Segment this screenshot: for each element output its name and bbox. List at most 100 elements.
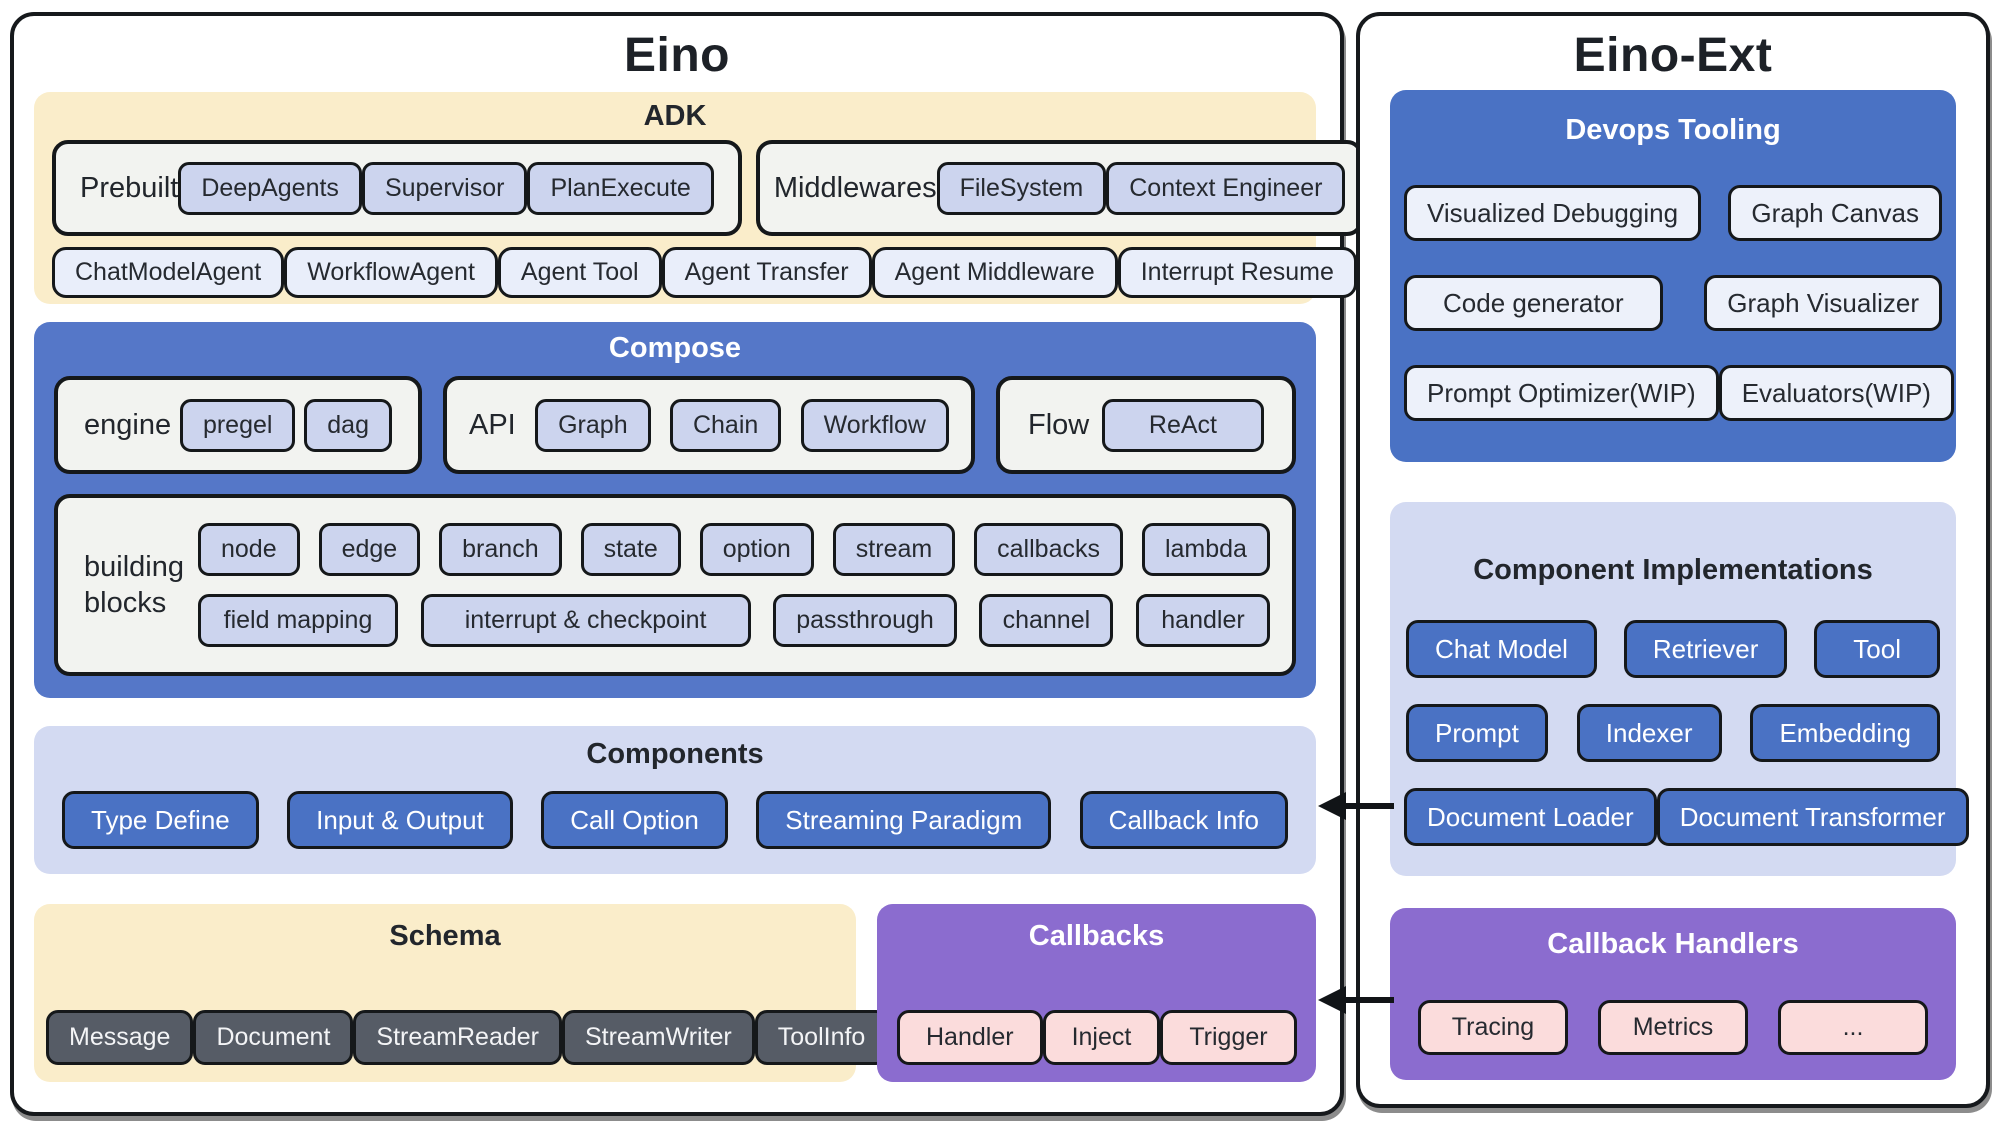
implementations-row-2: Prompt Indexer Embedding [1406, 702, 1940, 764]
pill-graph: Graph [535, 398, 651, 452]
pill-streamwriter: StreamWriter [561, 1009, 755, 1065]
devops-tooling-header: Devops Tooling [1565, 114, 1781, 146]
flow-label: Flow [1028, 408, 1090, 441]
pill-passthrough: passthrough [773, 594, 957, 647]
pill-type-define: Type Define [62, 791, 259, 849]
schema-row: Message Document StreamReader StreamWrit… [46, 1006, 889, 1068]
pill-deepagents: DeepAgents [178, 161, 362, 215]
eino-ext-title: Eino-Ext [1573, 29, 1773, 82]
flow-group: Flow ReAct [996, 376, 1296, 474]
pill-call-option: Call Option [541, 791, 728, 849]
pill-react: ReAct [1101, 398, 1264, 452]
engine-group: engine pregel dag [54, 376, 422, 474]
pill-callback-handler: Handler [897, 1009, 1043, 1065]
middlewares-group: Middlewares FileSystem Context Engineer [755, 140, 1364, 236]
pill-interrupt-resume: Interrupt Resume [1117, 246, 1357, 298]
api-group: API Graph Chain Workflow [443, 376, 975, 474]
pill-dag: dag [304, 398, 392, 452]
pill-handler: handler [1135, 594, 1270, 647]
pill-planexecute: PlanExecute [527, 161, 714, 215]
pill-chain: Chain [669, 398, 782, 452]
components-row: Type Define Input & Output Call Option S… [62, 788, 1288, 852]
pill-option: option [699, 523, 814, 576]
pill-agent-transfer: Agent Transfer [661, 246, 872, 298]
pill-edge: edge [318, 523, 421, 576]
pill-input-output: Input & Output [287, 791, 513, 849]
engine-label: engine [84, 408, 172, 441]
callbacks-row: Handler Inject Trigger [897, 1006, 1297, 1068]
pill-toolinfo: ToolInfo [754, 1009, 889, 1065]
schema-section: Schema Message Document StreamReader Str… [34, 904, 889, 1082]
pill-state: state [580, 523, 681, 576]
pill-channel: channel [979, 594, 1114, 647]
pill-agent-tool: Agent Tool [497, 246, 662, 298]
pill-document: Document [193, 1009, 354, 1065]
prebuilt-group: Prebuilt DeepAgents Supervisor PlanExecu… [52, 140, 742, 236]
building-blocks-row-2: field mapping interrupt & checkpoint pas… [198, 594, 1270, 647]
building-blocks-row-1: node edge branch state option stream cal… [198, 523, 1270, 576]
adk-header: ADK [643, 100, 707, 132]
callback-handlers-header: Callback Handlers [1547, 928, 1799, 960]
component-implementations-section: Component Implementations Chat Model Ret… [1390, 502, 1969, 876]
adk-bottom-row: ChatModelAgent WorkflowAgent Agent Tool … [52, 246, 1357, 298]
pill-inject: Inject [1042, 1009, 1161, 1065]
compose-groups-row: engine pregel dag API Graph Chain Workfl… [54, 376, 1296, 474]
building-blocks-label: building blocks [84, 550, 184, 619]
building-blocks-group: building blocks node edge branch state o… [54, 494, 1296, 676]
eino-title: Eino [624, 29, 730, 82]
pill-context-engineer: Context Engineer [1106, 161, 1346, 215]
pill-trigger: Trigger [1160, 1009, 1297, 1065]
devops-tooling-section: Devops Tooling Visualized Debugging Grap… [1390, 90, 1956, 462]
devops-row-2: Code generator Graph Visualizer [1404, 272, 1942, 334]
pill-message: Message [46, 1009, 194, 1065]
compose-header: Compose [608, 332, 742, 364]
pill-workflowagent: WorkflowAgent [284, 246, 498, 298]
building-blocks-rows: node edge branch state option stream cal… [198, 498, 1292, 672]
pill-indexer: Indexer [1576, 704, 1722, 762]
pill-code-generator: Code generator [1404, 275, 1663, 331]
pill-stream: stream [832, 523, 956, 576]
pill-graph-visualizer: Graph Visualizer [1704, 275, 1942, 331]
pill-document-loader: Document Loader [1404, 788, 1657, 846]
component-implementations-header: Component Implementations [1473, 554, 1873, 586]
implementations-row-1: Chat Model Retriever Tool [1406, 618, 1940, 680]
components-section: Components Type Define Input & Output Ca… [34, 726, 1316, 874]
middlewares-label: Middlewares [773, 171, 937, 204]
callback-handlers-section: Callback Handlers Tracing Metrics ... [1390, 908, 1956, 1080]
pill-tracing: Tracing [1418, 999, 1568, 1055]
devops-row-1: Visualized Debugging Graph Canvas [1404, 182, 1942, 244]
eino-ext-panel: Eino-Ext Devops Tooling Visualized Debug… [1356, 12, 1990, 1108]
adk-groups-row: Prebuilt DeepAgents Supervisor PlanExecu… [52, 140, 1364, 236]
api-label: API [469, 408, 516, 441]
pill-node: node [198, 523, 300, 576]
implementations-row-3: Document Loader Document Transformer [1404, 786, 1969, 848]
pill-visualized-debugging: Visualized Debugging [1404, 185, 1702, 241]
pill-document-transformer: Document Transformer [1656, 788, 1969, 846]
pill-graph-canvas: Graph Canvas [1728, 185, 1942, 241]
pill-ellipsis: ... [1778, 999, 1928, 1055]
eino-panel: Eino ADK Prebuilt DeepAgents Supervisor … [10, 12, 1364, 1116]
pill-filesystem: FileSystem [936, 161, 1107, 215]
pill-streaming-paradigm: Streaming Paradigm [756, 791, 1052, 849]
pill-branch: branch [439, 523, 562, 576]
pill-interrupt-checkpoint: interrupt & checkpoint [420, 594, 751, 647]
pill-retriever: Retriever [1623, 620, 1788, 678]
callbacks-section: Callbacks Handler Inject Trigger [877, 904, 1316, 1082]
callbacks-header: Callbacks [1028, 920, 1165, 952]
adk-section: ADK Prebuilt DeepAgents Supervisor PlanE… [34, 92, 1364, 304]
pill-tool: Tool [1814, 620, 1940, 678]
pill-chat-model: Chat Model [1406, 620, 1597, 678]
pill-workflow: Workflow [800, 398, 949, 452]
pill-evaluators: Evaluators(WIP) [1718, 365, 1954, 421]
pill-embedding: Embedding [1750, 704, 1940, 762]
prebuilt-label: Prebuilt [80, 171, 179, 204]
pill-field-mapping: field mapping [198, 594, 398, 647]
pill-agent-middleware: Agent Middleware [871, 246, 1118, 298]
compose-section: Compose engine pregel dag API Graph Chai… [34, 322, 1316, 698]
pill-prompt: Prompt [1406, 704, 1548, 762]
devops-row-3: Prompt Optimizer(WIP) Evaluators(WIP) [1404, 362, 1954, 424]
pill-callbacks: callbacks [974, 523, 1123, 576]
callback-handlers-row: Tracing Metrics ... [1418, 996, 1928, 1058]
pill-prompt-optimizer: Prompt Optimizer(WIP) [1404, 365, 1719, 421]
pill-streamreader: StreamReader [353, 1009, 562, 1065]
